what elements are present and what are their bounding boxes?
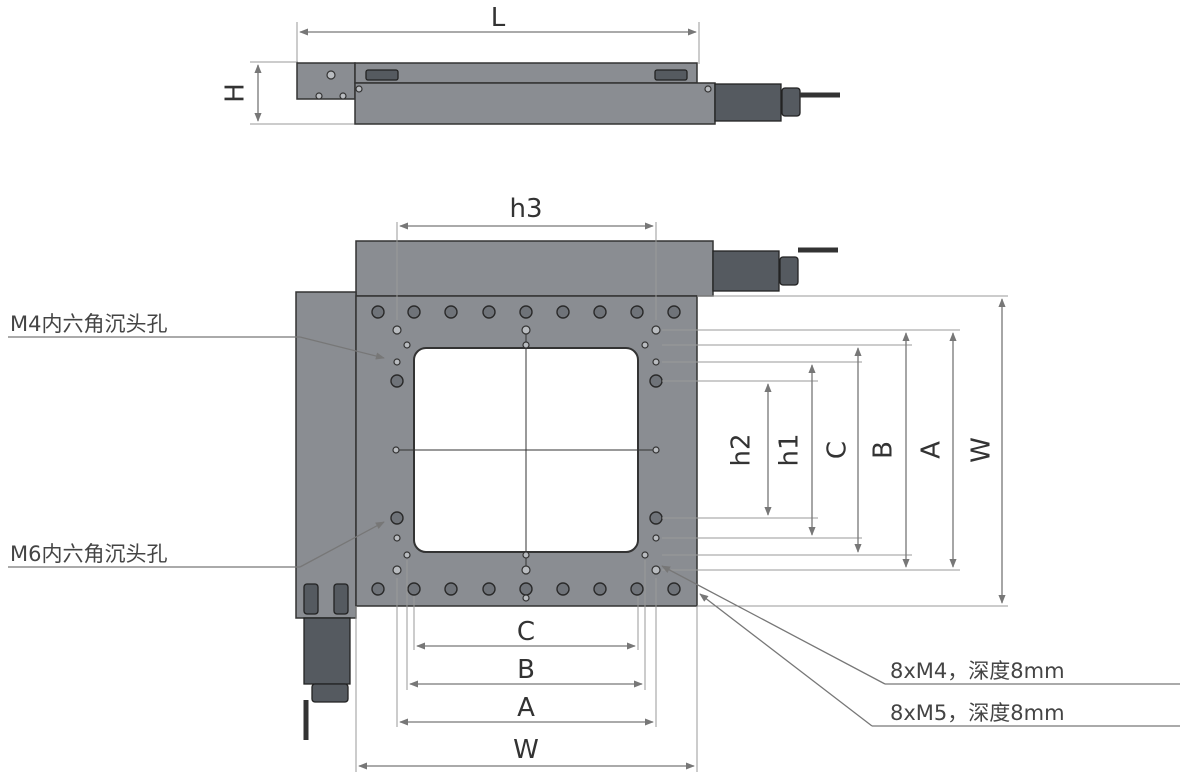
dim-label-b-bottom: B bbox=[517, 655, 535, 685]
dim-label-a-bottom: A bbox=[517, 693, 535, 723]
callout-m4-thread: 8xM4，深度8mm bbox=[890, 659, 1065, 683]
callout-m5-thread: 8xM5，深度8mm bbox=[890, 701, 1065, 725]
dim-label-l: L bbox=[491, 3, 506, 33]
upper-knob bbox=[779, 256, 799, 286]
dim-label-h: H bbox=[221, 83, 251, 103]
dim-label-h1: h1 bbox=[775, 433, 805, 466]
callout-m4-counterbore: M4内六角沉头孔 bbox=[10, 312, 167, 336]
dim-label-w-right: W bbox=[967, 437, 997, 463]
dim-label-w-bottom: W bbox=[513, 735, 539, 765]
dim-label-h2: h2 bbox=[727, 433, 757, 466]
dim-label-c-bottom: C bbox=[517, 617, 535, 647]
upper-motor bbox=[712, 250, 780, 292]
side-motor bbox=[714, 83, 782, 122]
dim-label-c-right: C bbox=[823, 441, 853, 459]
dim-label-h3: h3 bbox=[509, 194, 542, 224]
left-motor bbox=[303, 617, 351, 685]
callouts: M4内六角沉头孔 M6内六角沉头孔 8xM4，深度8mm 8xM5，深度8mm bbox=[8, 312, 1180, 727]
m4-holes bbox=[392, 325, 661, 602]
main-view: h3 h2 h1 C B A W bbox=[295, 194, 1008, 772]
side-base bbox=[354, 82, 716, 125]
left-knob bbox=[311, 683, 349, 703]
dim-label-a-right: A bbox=[917, 441, 947, 459]
side-knob bbox=[781, 87, 801, 117]
dim-label-b-right: B bbox=[869, 441, 899, 459]
upper-axis-body bbox=[355, 240, 714, 297]
left-axis-body bbox=[295, 291, 357, 619]
side-top-plate bbox=[354, 62, 698, 84]
side-end-block bbox=[296, 62, 356, 100]
callout-m6-counterbore: M6内六角沉头孔 bbox=[10, 542, 167, 566]
top-view: L H bbox=[221, 3, 840, 125]
